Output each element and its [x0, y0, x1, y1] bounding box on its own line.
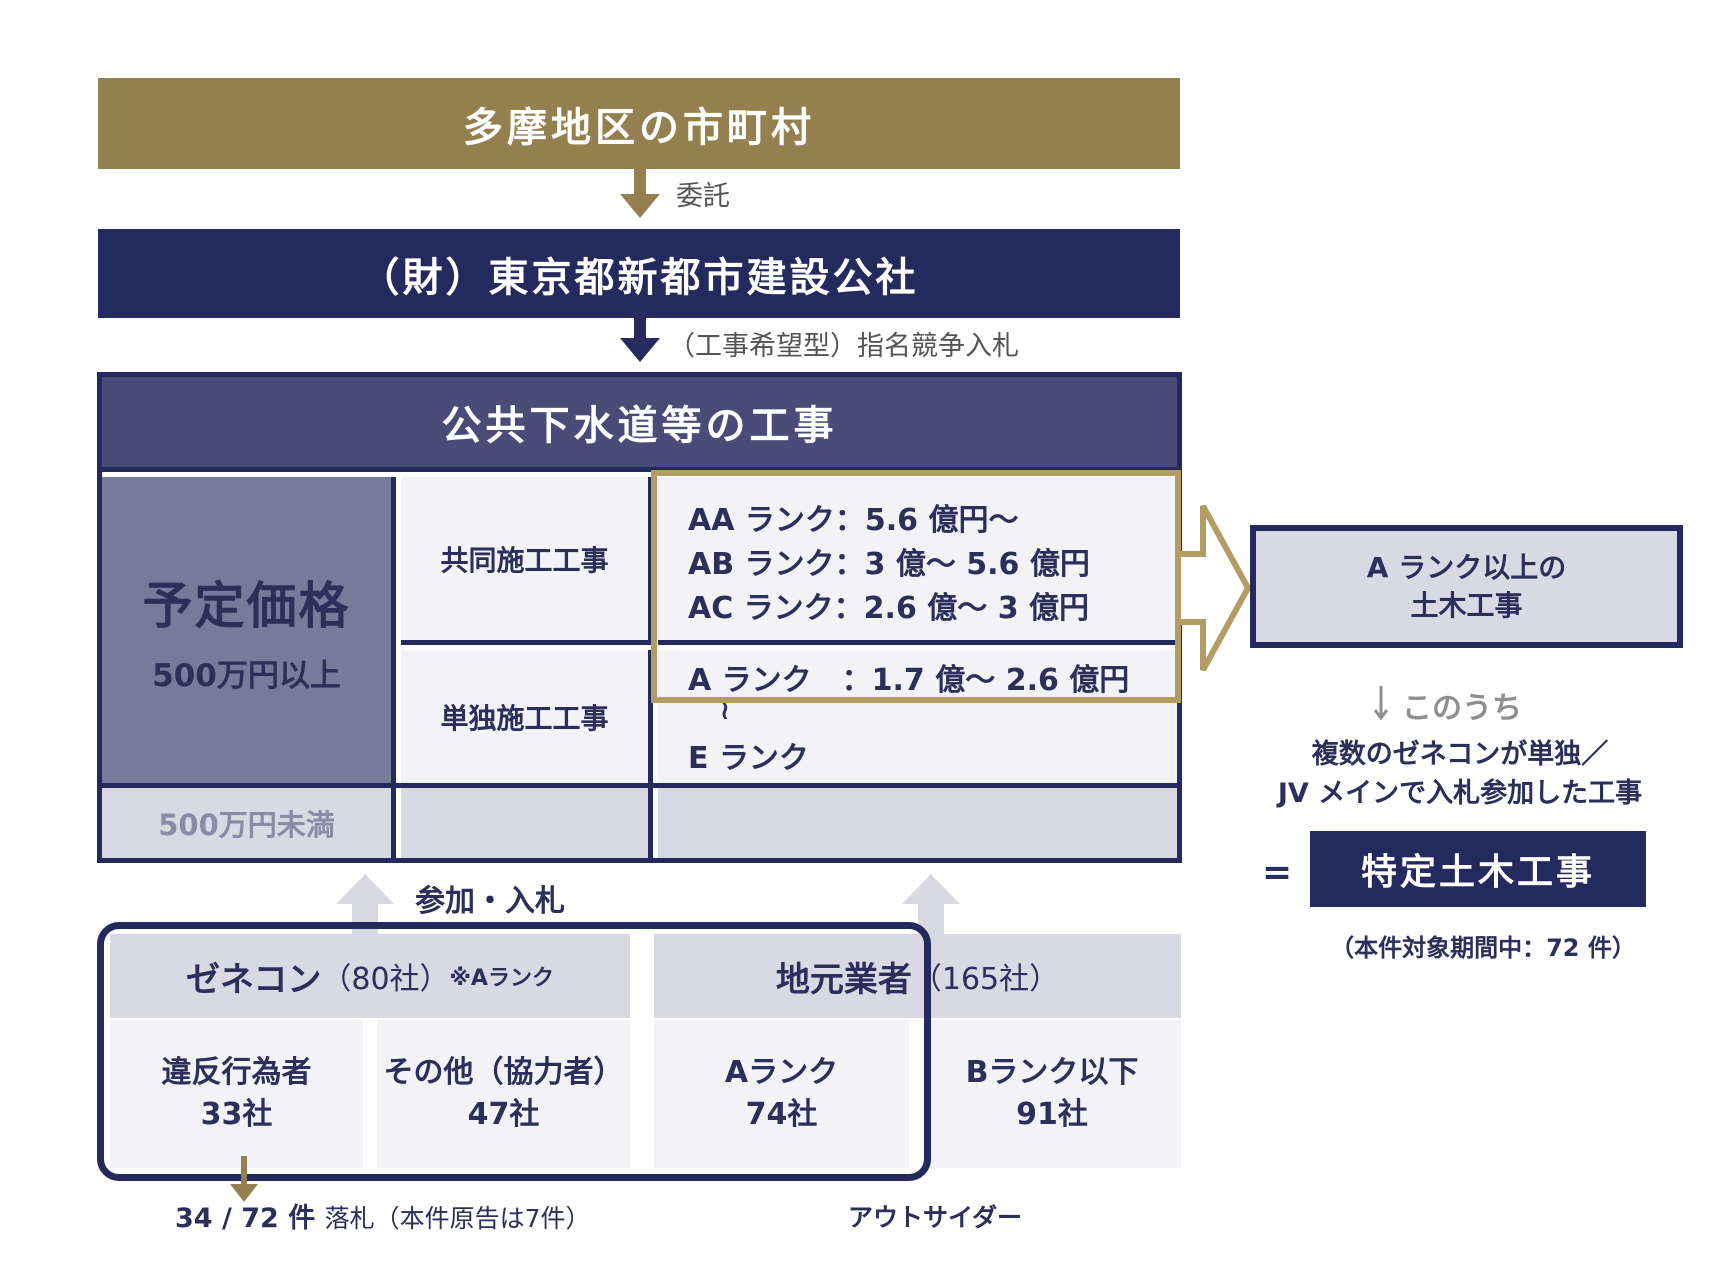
- award-count: 34 / 72 件: [175, 1203, 316, 1234]
- commission-label: 委託: [676, 181, 730, 212]
- price-title: 予定価格: [142, 576, 351, 635]
- local-header: 地元業者 （165社）: [654, 934, 1181, 1018]
- a-rank-highlight-frame: [651, 470, 1181, 703]
- bidders-frame: [97, 922, 931, 1181]
- award-arrow-icon: [230, 1156, 258, 1202]
- joint-works-cell: 共同施工工事: [401, 477, 653, 645]
- cooperator-count: 47社: [467, 1097, 540, 1132]
- rank-ac: AC ランク：2.6 億〜 3 億円: [688, 591, 1090, 626]
- violator-cell: 違反行為者 33社: [110, 1020, 363, 1168]
- rank-a: A ランク ：1.7 億〜 2.6 億円: [688, 663, 1130, 698]
- award-note: 34 / 72 件 落札（本件原告は7件）: [175, 1196, 591, 1235]
- bidding-label: （工事希望型）指名競争入札: [668, 331, 1019, 362]
- equals-sign: =: [1262, 852, 1293, 893]
- price-cell: 予定価格 500万円以上: [102, 477, 396, 783]
- rank-aa: AA ランク：5.6 億円〜: [688, 503, 1019, 538]
- joint-ranks-cell: AA ランク：5.6 億円〜 AB ランク：3 億〜 5.6 億円 AC ランク…: [658, 477, 1177, 645]
- local-title: 地元業者: [775, 959, 912, 1000]
- corporation-label: （財）東京都新都市建設公社: [359, 254, 919, 301]
- zenecon-header: ゼネコン （80社） ※Aランク: [110, 934, 630, 1018]
- a-rank-line1: A ランク以上の: [1366, 550, 1567, 584]
- local-a-count: 74社: [745, 1097, 818, 1132]
- single-works-cell: 単独施工工事: [401, 650, 653, 783]
- violator-label: 違反行為者: [161, 1055, 312, 1090]
- violator-count: 33社: [200, 1097, 273, 1132]
- kono-uchi-label: このうち: [1402, 691, 1522, 726]
- single-ranks-cell: A ランク ：1.7 億〜 2.6 億円 ≀ E ランク: [658, 650, 1177, 783]
- multiple-line2: JV メインで入札参加した工事: [1277, 778, 1643, 810]
- bidding-arrow-icon: [620, 318, 660, 362]
- cooperator-label: その他（協力者）: [383, 1055, 624, 1090]
- multiple-zenecon-text: 複数のゼネコンが単独／ JV メインで入札参加した工事: [1200, 735, 1720, 813]
- zenecon-note: ※Aランク: [449, 966, 554, 991]
- participation-label: 参加・入札: [415, 884, 565, 919]
- outsider-label: アウトサイダー: [848, 1203, 1023, 1232]
- local-b-label: Bランク以下: [965, 1055, 1139, 1090]
- down-arrow-icon: [1374, 686, 1388, 721]
- municipalities-label: 多摩地区の市町村: [463, 104, 815, 151]
- a-rank-line2: 土木工事: [1410, 588, 1523, 622]
- local-b-count: 91社: [1016, 1097, 1088, 1132]
- price-under-label: 500万円未満: [158, 808, 335, 842]
- local-a-cell: Aランク 74社: [654, 1020, 909, 1168]
- under-right-cell: [658, 788, 1177, 858]
- commission-arrow-icon: [620, 168, 660, 218]
- municipalities-bar: 多摩地区の市町村: [98, 78, 1180, 169]
- works-table: 公共下水道等の工事 予定価格 500万円以上 共同施工工事 単独施工工事 AA …: [97, 372, 1182, 863]
- local-b-cell: Bランク以下 91社: [923, 1020, 1181, 1168]
- zenecon-count: （80社）: [321, 962, 450, 997]
- multiple-line1: 複数のゼネコンが単独／: [1311, 739, 1609, 770]
- zenecon-up-arrow-icon: [336, 874, 394, 934]
- range-tilde: ≀: [720, 696, 730, 726]
- local-count: （165社）: [911, 962, 1060, 997]
- specific-civil-box: 特定土木工事: [1310, 831, 1646, 907]
- cooperator-cell: その他（協力者） 47社: [377, 1020, 630, 1168]
- local-a-label: Aランク: [724, 1055, 839, 1090]
- under-mid-cell: [401, 788, 653, 858]
- works-header: 公共下水道等の工事: [102, 377, 1177, 472]
- price-under-cell: 500万円未満: [102, 788, 396, 858]
- rank-ab: AB ランク：3 億〜 5.6 億円: [688, 547, 1090, 582]
- award-text: 落札（本件原告は7件）: [324, 1204, 591, 1233]
- works-header-label: 公共下水道等の工事: [441, 403, 838, 449]
- price-over-label: 500万円以上: [152, 657, 341, 694]
- single-works-label: 単独施工工事: [440, 701, 609, 735]
- a-rank-civil-box: A ランク以上の 土木工事: [1250, 525, 1683, 648]
- specific-civil-label: 特定土木工事: [1360, 852, 1595, 893]
- corporation-bar: （財）東京都新都市建設公社: [98, 229, 1180, 318]
- highlight-arrow-icon: [1175, 504, 1252, 672]
- period-note: （本件対象期間中：72 件）: [1330, 934, 1636, 962]
- joint-works-label: 共同施工工事: [440, 543, 609, 577]
- table-divider: [102, 783, 1177, 788]
- local-up-arrow-icon: [902, 874, 960, 934]
- rank-e: E ランク: [688, 741, 809, 776]
- zenecon-title: ゼネコン: [186, 959, 322, 1000]
